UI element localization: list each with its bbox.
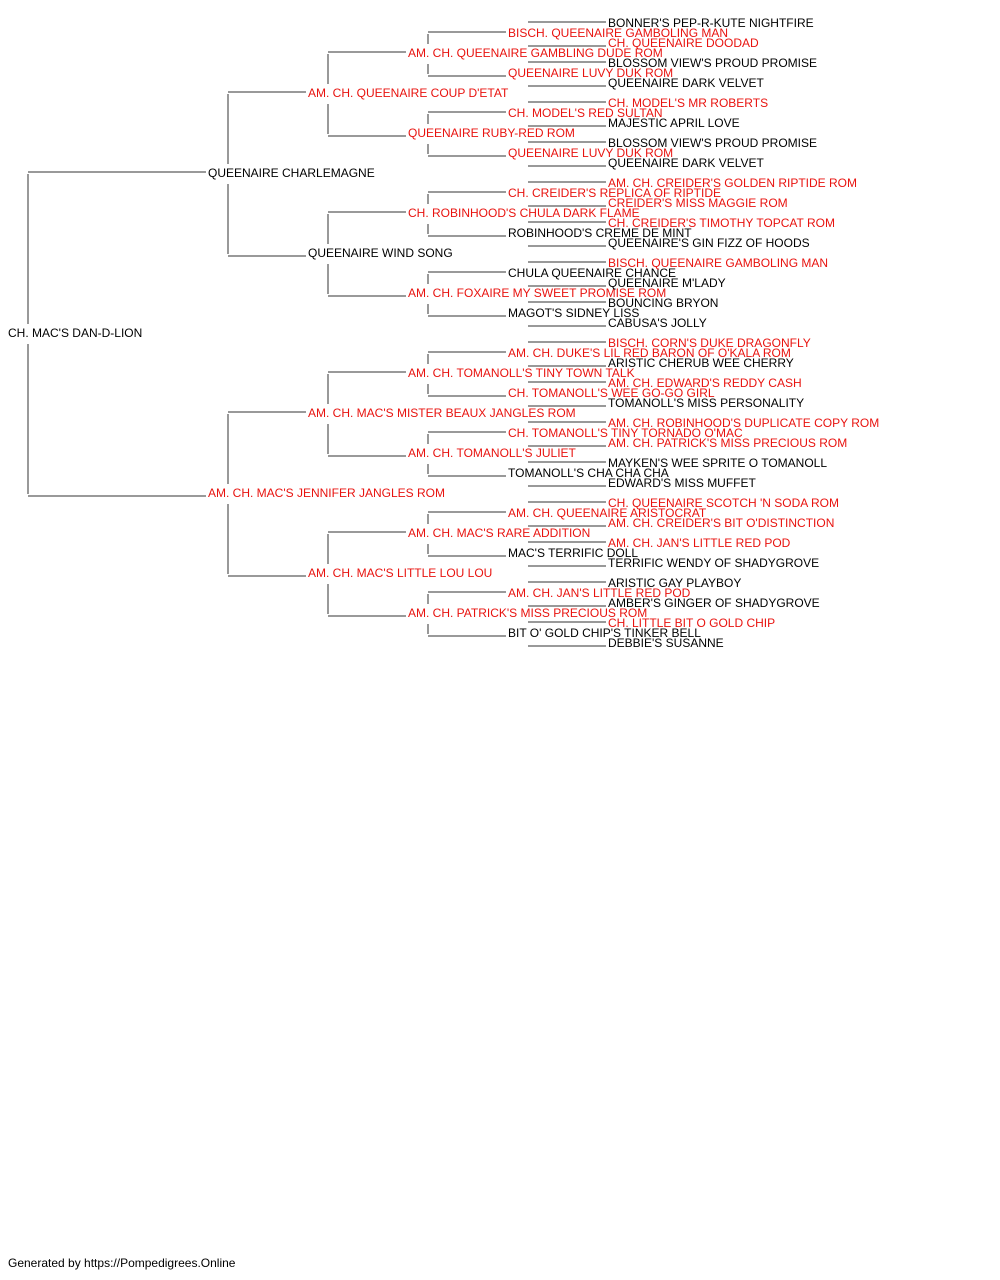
dam-name: TERRIFIC WENDY OF SHADYGROVE (608, 556, 819, 570)
sire-name: CH. ROBINHOOD'S CHULA DARK FLAME (408, 206, 640, 220)
dam-name: AM. CH. PATRICK'S MISS PRECIOUS ROM (408, 606, 647, 620)
sire-name: CH. CREIDER'S REPLICA OF RIPTIDE (508, 186, 721, 200)
sire-name: AM. CH. QUEENAIRE COUP D'ETAT (308, 86, 509, 100)
dam-name: TOMANOLL'S MISS PERSONALITY (608, 396, 804, 410)
dam-name: AM. CH. FOXAIRE MY SWEET PROMISE ROM (408, 286, 666, 300)
dam-name: CH. TOMANOLL'S WEE GO-GO GIRL (508, 386, 715, 400)
sire-name: AM. CH. JAN'S LITTLE RED POD (608, 536, 791, 550)
sire-name: BISCH. QUEENAIRE GAMBOLING MAN (608, 256, 828, 270)
sire-name: CH. MODEL'S RED SULTAN (508, 106, 663, 120)
dam-name: ARISTIC CHERUB WEE CHERRY (608, 356, 794, 370)
sire-name: CH. TOMANOLL'S TINY TORNADO O'MAC (508, 426, 743, 440)
dam-name: QUEENAIRE'S GIN FIZZ OF HOODS (608, 236, 810, 250)
subject-name: CH. MAC'S DAN-D-LION (8, 326, 142, 340)
sire-name: BISCH. QUEENAIRE GAMBOLING MAN (508, 26, 728, 40)
sire-name: CH. MODEL'S MR ROBERTS (608, 96, 768, 110)
sire-name: BISCH. CORN'S DUKE DRAGONFLY (608, 336, 811, 350)
dam-name: CH. QUEENAIRE DOODAD (608, 36, 759, 50)
sire-name: BOUNCING BRYON (608, 296, 718, 310)
dam-name: AM. CH. TOMANOLL'S JULIET (408, 446, 577, 460)
dam-name: QUEENAIRE LUVY DUK ROM (508, 66, 673, 80)
dam-name: EDWARD'S MISS MUFFET (608, 476, 757, 490)
dam-name: AMBER'S GINGER OF SHADYGROVE (608, 596, 820, 610)
sire-name: AM. CH. CREIDER'S GOLDEN RIPTIDE ROM (608, 176, 857, 190)
footer-credit: Generated by https://Pompedigrees.Online (8, 1256, 236, 1270)
sire-name: CHULA QUEENAIRE CHANCE (508, 266, 676, 280)
dam-name: MAGOT'S SIDNEY LISS (508, 306, 639, 320)
dam-name: AM. CH. CREIDER'S BIT O'DISTINCTION (608, 516, 834, 530)
sire-name: AM. CH. TOMANOLL'S TINY TOWN TALK (408, 366, 635, 380)
sire-name: ARISTIC GAY PLAYBOY (608, 576, 741, 590)
dam-name: QUEENAIRE RUBY-RED ROM (408, 126, 575, 140)
dam-name: MAJESTIC APRIL LOVE (608, 116, 740, 130)
dam-name: QUEENAIRE LUVY DUK ROM (508, 146, 673, 160)
sire-name: CH. CREIDER'S TIMOTHY TOPCAT ROM (608, 216, 835, 230)
dam-name: AM. CH. MAC'S LITTLE LOU LOU (308, 566, 492, 580)
dam-name: BIT O' GOLD CHIP'S TINKER BELL (508, 626, 701, 640)
sire-name: AM. CH. DUKE'S LIL RED BARON OF O'KALA R… (508, 346, 791, 360)
dam-name: QUEENAIRE M'LADY (608, 276, 726, 290)
dam-name: ROBINHOOD'S CREME DE MINT (508, 226, 692, 240)
dam-name: QUEENAIRE DARK VELVET (608, 156, 764, 170)
sire-name: CH. QUEENAIRE SCOTCH 'N SODA ROM (608, 496, 839, 510)
dam-name: CABUSA'S JOLLY (608, 316, 707, 330)
dam-name: QUEENAIRE DARK VELVET (608, 76, 764, 90)
sire-name: CH. LITTLE BIT O GOLD CHIP (608, 616, 775, 630)
sire-name: AM. CH. QUEENAIRE ARISTOCRAT (508, 506, 707, 520)
sire-name: BLOSSOM VIEW'S PROUD PROMISE (608, 136, 817, 150)
sire-name: AM. CH. MAC'S RARE ADDITION (408, 526, 590, 540)
dam-name: AM. CH. PATRICK'S MISS PRECIOUS ROM (608, 436, 847, 450)
sire-name: AM. CH. MAC'S MISTER BEAUX JANGLES ROM (308, 406, 576, 420)
sire-name: AM. CH. QUEENAIRE GAMBLING DUDE ROM (408, 46, 663, 60)
sire-name: AM. CH. EDWARD'S REDDY CASH (608, 376, 802, 390)
sire-name: QUEENAIRE CHARLEMAGNE (208, 166, 375, 180)
dam-name: DEBBIE'S SUSANNE (608, 636, 724, 650)
dam-name: TOMANOLL'S CHA CHA CHA (508, 466, 669, 480)
sire-name: BLOSSOM VIEW'S PROUD PROMISE (608, 56, 817, 70)
dam-name: QUEENAIRE WIND SONG (308, 246, 453, 260)
dam-name: MAC'S TERRIFIC DOLL (508, 546, 638, 560)
sire-name: AM. CH. ROBINHOOD'S DUPLICATE COPY ROM (608, 416, 879, 430)
dam-name: AM. CH. MAC'S JENNIFER JANGLES ROM (208, 486, 445, 500)
dam-name: CREIDER'S MISS MAGGIE ROM (608, 196, 788, 210)
sire-name: BONNER'S PEP-R-KUTE NIGHTFIRE (608, 16, 814, 30)
sire-name: AM. CH. JAN'S LITTLE RED POD (508, 586, 691, 600)
sire-name: MAYKEN'S WEE SPRITE O TOMANOLL (608, 456, 827, 470)
